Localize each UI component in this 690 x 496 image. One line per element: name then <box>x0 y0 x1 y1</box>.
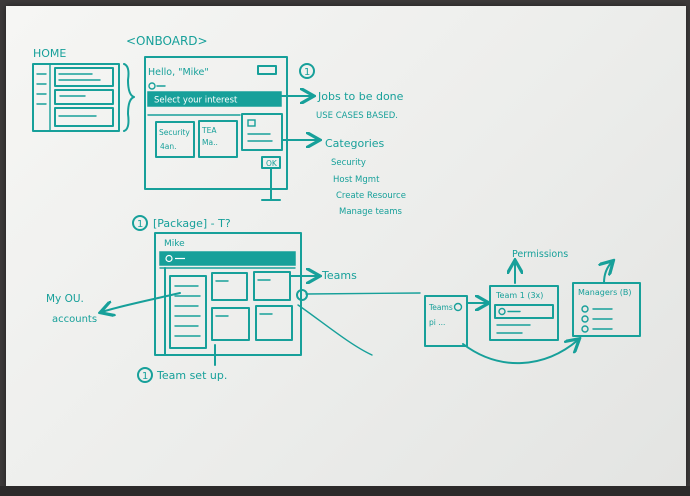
team-setup-step-circle <box>137 367 153 383</box>
managers-title: Managers (B) <box>578 288 632 297</box>
package-card-4 <box>255 305 293 341</box>
home-panel-1 <box>54 67 114 87</box>
package-name: Mike <box>164 239 185 249</box>
accounts-label-line1: My OU. <box>46 293 84 305</box>
categories-title: Categories <box>325 137 385 150</box>
team-setup-label: Team set up. <box>156 369 227 382</box>
accounts-arrow <box>102 292 181 312</box>
teams-card-line1: Teams <box>428 303 453 312</box>
onboard-step-number: 1 <box>304 67 310 78</box>
home-panel-3 <box>54 107 114 127</box>
onboard-frame <box>144 56 288 190</box>
package-frame <box>154 232 302 356</box>
package-wireframe: 1 [Package] - T? Mike Teams My OU. accou… <box>46 215 421 383</box>
teams-to-managers-arrow <box>462 340 578 364</box>
team-setup-step-number: 1 <box>142 371 148 382</box>
team1-card <box>489 285 559 341</box>
onboard-card-team <box>198 120 238 158</box>
teams-flow-wireframe: Teams pi ... Team 1 (3x) Permissions Man… <box>424 249 641 364</box>
onboard-card-security <box>155 121 195 158</box>
package-avatar-icon <box>165 254 173 263</box>
team1-title: Team 1 (3x) <box>495 291 543 300</box>
home-label: HOME <box>33 47 66 60</box>
onboard-select-bar <box>147 91 282 107</box>
home-brace <box>123 63 135 132</box>
onboard-card2-line1: TEA <box>201 126 217 135</box>
package-list-panel <box>169 275 207 349</box>
onboard-card2-line2: Ma.. <box>202 138 218 147</box>
teams-card-line2: pi ... <box>429 318 445 327</box>
onboard-top-button <box>257 65 277 75</box>
package-card-1 <box>211 272 248 301</box>
onboard-card1-line2: 4an. <box>160 142 177 151</box>
onboard-avatar-icon <box>148 82 156 90</box>
package-header-bar <box>159 251 296 266</box>
package-step-number: 1 <box>137 219 143 230</box>
onboard-wireframe: <ONBOARD> Hello, "Mike" Select your inte… <box>126 34 406 217</box>
permissions-label: Permissions <box>512 249 568 260</box>
jobs-subtitle: USE CASES BASED. <box>316 111 398 121</box>
onboard-select-text: Select your interest <box>154 96 238 106</box>
package-step-circle <box>132 215 148 231</box>
zoom-line-bottom <box>297 304 373 356</box>
onboard-card1-line1: Security <box>159 128 190 137</box>
home-panel-2 <box>54 89 114 105</box>
category-item-4: Manage teams <box>339 207 403 217</box>
onboard-greeting: Hello, "Mike" <box>148 67 209 78</box>
teams-label: Teams <box>321 269 357 282</box>
zoom-line-top <box>305 292 421 295</box>
team1-selected-row <box>494 304 554 319</box>
teams-list-card <box>424 295 468 347</box>
table-edge <box>0 486 690 496</box>
category-item-2: Host Mgmt <box>333 175 380 185</box>
onboard-ok-label: OK <box>266 159 278 168</box>
home-frame <box>32 63 120 132</box>
onboard-label: <ONBOARD> <box>126 34 208 48</box>
jobs-title: Jobs to be done <box>317 90 404 103</box>
managers-card <box>572 282 641 337</box>
managers-up-arrow <box>604 262 612 284</box>
onboard-step-circle <box>299 63 315 79</box>
zoom-circle <box>296 289 308 301</box>
category-item-3: Create Resource <box>336 191 406 201</box>
onboard-card-3 <box>241 113 283 151</box>
package-card-2 <box>253 271 291 301</box>
package-title: [Package] - T? <box>153 217 231 230</box>
accounts-label-line2: accounts <box>52 314 97 325</box>
package-card-3 <box>211 307 250 341</box>
category-item-1: Security <box>331 158 366 168</box>
home-wireframe: HOME <box>32 47 135 132</box>
